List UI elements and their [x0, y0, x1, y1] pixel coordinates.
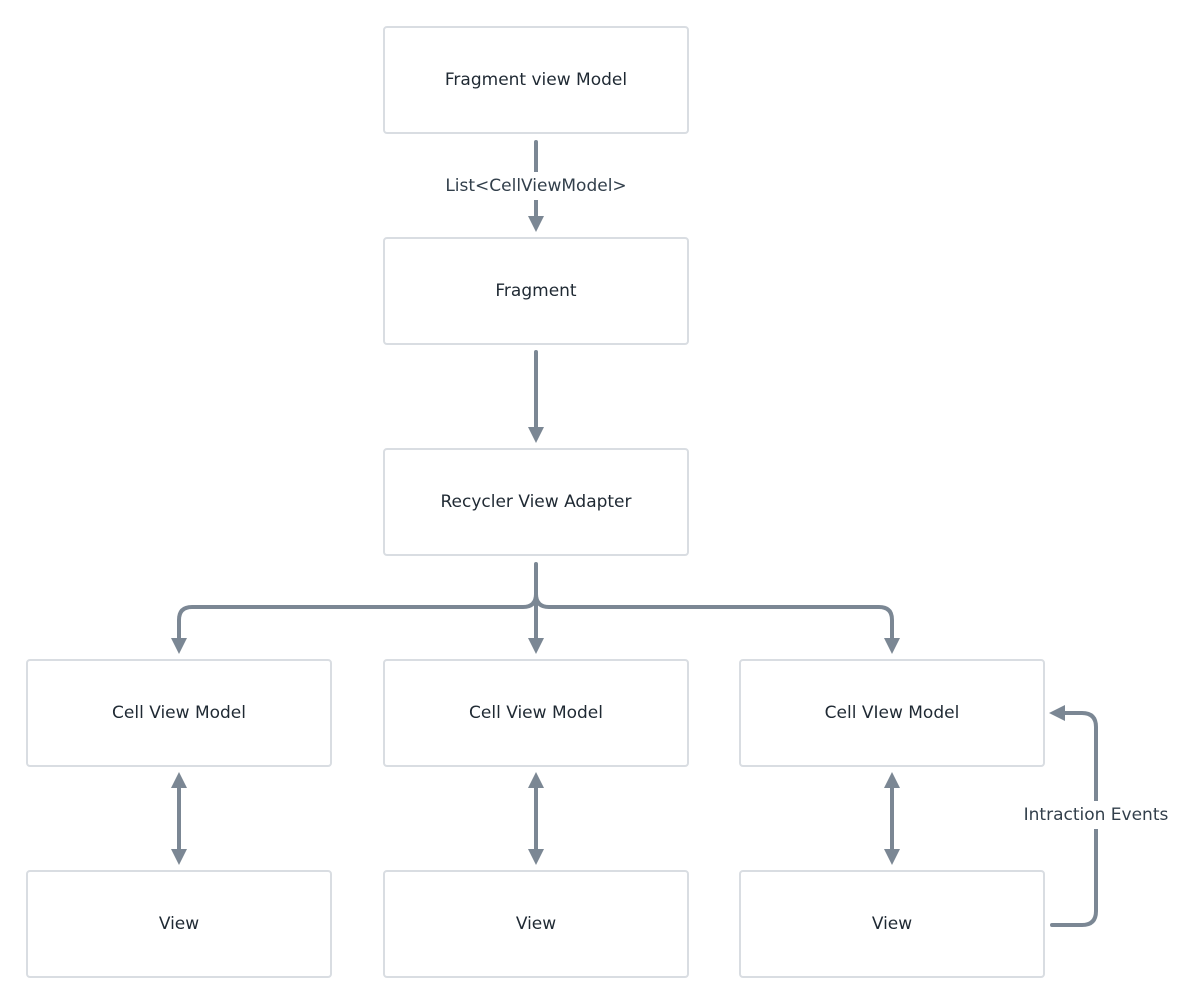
edge-label-list-cellviewmodel: List<CellViewModel> [445, 176, 626, 196]
edge-label-interaction-events: Intraction Events [1024, 805, 1169, 825]
edge-label-background [446, 172, 626, 200]
node-view-1: View [26, 870, 332, 978]
node-label: Fragment [495, 281, 577, 301]
node-label: Cell View Model [469, 703, 603, 723]
edge-label-background [1022, 801, 1170, 829]
edge-adapter-to-cell-3 [534, 592, 900, 654]
node-label: View [872, 914, 912, 934]
node-label: Cell View Model [112, 703, 246, 723]
node-cell-view-model-2: Cell View Model [383, 659, 689, 767]
node-view-2: View [383, 870, 689, 978]
node-cell-view-model-3: Cell VIew Model [739, 659, 1045, 767]
node-label: Recycler View Adapter [440, 492, 631, 512]
node-fragment-view-model: Fragment view Model [383, 26, 689, 134]
node-label: View [159, 914, 199, 934]
node-label: Cell VIew Model [825, 703, 960, 723]
node-label: View [516, 914, 556, 934]
node-label: Fragment view Model [445, 70, 627, 90]
edge-adapter-trunk [171, 562, 538, 654]
node-cell-view-model-1: Cell View Model [26, 659, 332, 767]
node-recycler-view-adapter: Recycler View Adapter [383, 448, 689, 556]
node-view-3: View [739, 870, 1045, 978]
node-fragment: Fragment [383, 237, 689, 345]
